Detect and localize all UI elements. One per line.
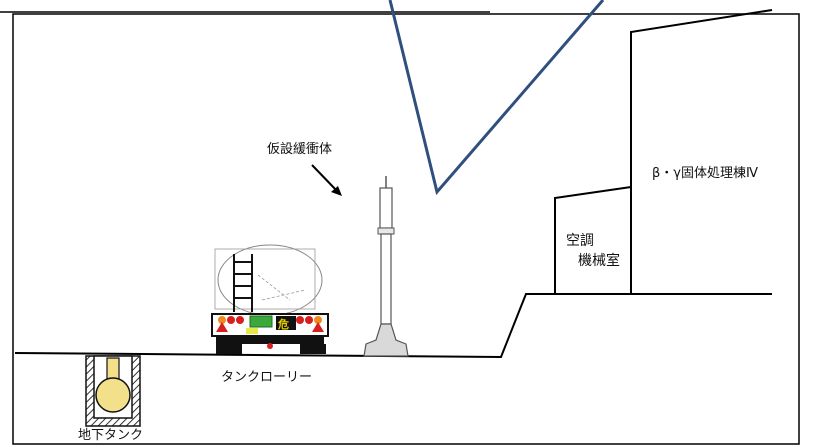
callout-lines	[388, 0, 605, 196]
underground-tank-label: 地下タンク	[78, 428, 143, 443]
buffer-post	[363, 176, 409, 357]
buffer-arrow	[311, 164, 342, 196]
tank-lorry-label: タンクローリー	[221, 370, 312, 385]
buffer-label: 仮設緩衝体	[267, 141, 332, 157]
hazard-mark: 危	[277, 317, 289, 331]
tank-lorry: 危	[211, 244, 329, 354]
building-label: β・γ固体処理棟Ⅳ	[652, 166, 758, 181]
machine-room-outline	[554, 186, 632, 294]
building-outline	[630, 9, 773, 294]
diagram-frame	[12, 13, 800, 445]
underground-tank	[85, 355, 141, 427]
machine-room-label-line2: 機械室	[578, 252, 620, 269]
ground-line	[14, 293, 772, 359]
machine-room-label-line1: 空調	[566, 233, 594, 249]
